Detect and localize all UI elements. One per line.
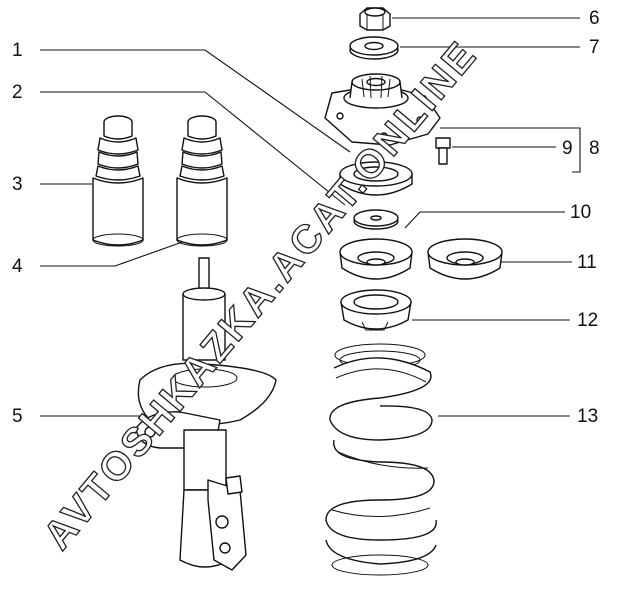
- part-3-dust-boot: [92, 115, 144, 247]
- callout-13: 13: [577, 406, 598, 427]
- part-13-coil-spring: [325, 343, 437, 576]
- callout-7: 7: [589, 37, 600, 58]
- part-8-top-mount: [324, 73, 441, 146]
- callout-2: 2: [12, 82, 23, 103]
- leader-8: [440, 127, 581, 173]
- callout-8: 8: [589, 138, 600, 159]
- callout-12: 12: [577, 310, 598, 331]
- part-10-spring-seat: [339, 238, 413, 280]
- callout-10: 10: [570, 202, 591, 223]
- part-4-dust-boot: [176, 115, 228, 247]
- callout-4: 4: [12, 256, 23, 277]
- part-12-insulator: [340, 289, 412, 331]
- part-2-washer: [353, 209, 399, 230]
- callout-numbers: 1 2 3 4 5 6 7 8 9 10 11 12 13: [12, 8, 600, 427]
- callout-3: 3: [12, 174, 23, 195]
- callout-5: 5: [12, 406, 23, 427]
- leader-2: [40, 91, 346, 206]
- leader-4: [40, 239, 189, 267]
- part-9-bolt: [435, 137, 451, 165]
- part-7-washer: [349, 36, 399, 60]
- callout-6: 6: [589, 8, 600, 29]
- callout-1: 1: [12, 40, 23, 61]
- callout-11: 11: [577, 252, 597, 273]
- part-1-bearing: [339, 161, 413, 196]
- leader-10: [404, 211, 565, 229]
- part-5-strut: [135, 257, 277, 571]
- callout-9: 9: [562, 138, 573, 159]
- part-6-nut: [359, 7, 391, 31]
- part-11-spring-seat: [427, 238, 503, 280]
- leader-lines: [40, 17, 581, 417]
- leader-1: [40, 49, 351, 153]
